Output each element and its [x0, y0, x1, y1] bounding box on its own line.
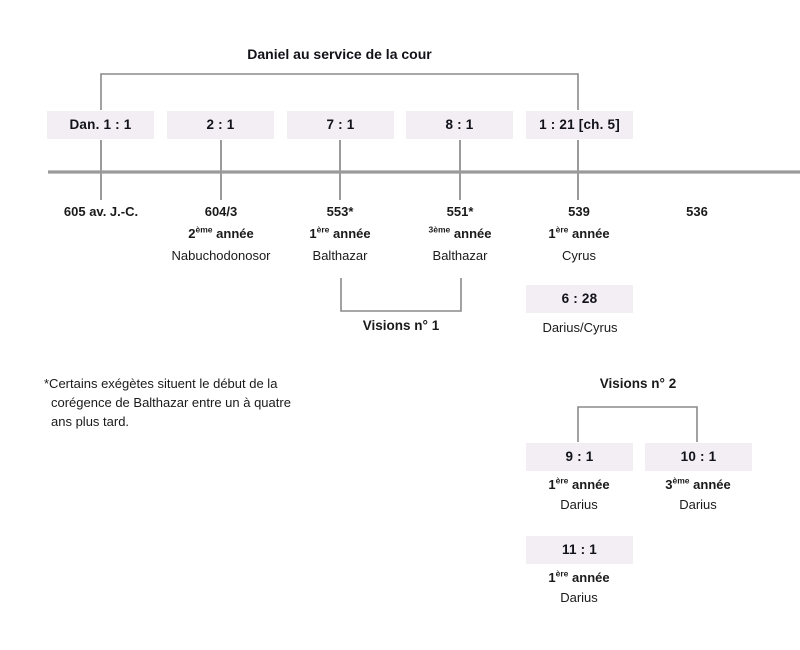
- regnal-year-ordinal: ère: [555, 475, 569, 486]
- visions-2-label: Visions n° 2: [599, 376, 677, 391]
- regnal-year-539: 1ère année: [519, 224, 639, 241]
- regnal-year-word: année: [450, 226, 492, 241]
- regnal-year-word: année: [212, 226, 254, 241]
- ruler-label-darius-11-1: Darius: [560, 590, 598, 605]
- regnal-year-word: année: [568, 570, 610, 585]
- regnal-year-11-1: 1ère année: [519, 568, 639, 585]
- regnal-year-number: 2: [188, 226, 196, 241]
- ref-box-10-1[interactable]: 10 : 1: [645, 443, 752, 471]
- regnal-year-word: année: [329, 226, 371, 241]
- ref-box-6-28[interactable]: 6 : 28: [526, 285, 633, 313]
- year-label-536: 536: [686, 204, 708, 219]
- visions-2-bracket: [577, 406, 698, 442]
- ref-box-dan-1-1[interactable]: Dan. 1 : 1: [47, 111, 154, 139]
- regnal-year-ordinal: ère: [555, 224, 569, 235]
- footnote-exegetes: *Certains exégètes situent le début de l…: [44, 374, 344, 431]
- ref-box-9-1[interactable]: 9 : 1: [526, 443, 633, 471]
- ref-box-2-1[interactable]: 2 : 1: [167, 111, 274, 139]
- court-group-bracket: [100, 73, 579, 110]
- ref-box-8-1[interactable]: 8 : 1: [406, 111, 513, 139]
- ruler-label-cyrus: Cyrus: [562, 248, 596, 263]
- regnal-year-number: 1: [548, 477, 556, 492]
- visions-1-bracket: [340, 278, 462, 312]
- regnal-year-word: année: [568, 226, 610, 241]
- ruler-label-darius-cyrus: Darius/Cyrus: [542, 320, 618, 335]
- year-label-539: 539: [568, 204, 590, 219]
- regnal-year-10-1: 3ème année: [638, 475, 758, 492]
- regnal-year-ordinal: ème: [195, 224, 213, 235]
- regnal-year-553: 1ère année: [280, 224, 400, 241]
- regnal-year-551: 3ème année: [400, 224, 520, 241]
- year-label-551: 551*: [446, 204, 474, 219]
- regnal-year-604-3: 2ème année: [161, 224, 281, 241]
- timeline-ticks: [100, 140, 579, 200]
- footnote-line-2: corégence de Balthazar entre un à quatre: [51, 395, 291, 410]
- ruler-label-balthazar-553: Balthazar: [312, 248, 368, 263]
- year-label-604-3: 604/3: [204, 204, 238, 219]
- year-label-605: 605 av. J.-C.: [63, 204, 139, 219]
- page-title: Daniel au service de la cour: [247, 46, 432, 62]
- regnal-year-ordinal: 3ème: [428, 224, 451, 235]
- year-label-553: 553*: [326, 204, 354, 219]
- ruler-label-nabuchodonosor: Nabuchodonosor: [171, 248, 271, 263]
- footnote-line-1: *Certains exégètes situent le début de l…: [44, 376, 278, 391]
- regnal-year-word: année: [689, 477, 731, 492]
- regnal-year-number: 3: [665, 477, 673, 492]
- ruler-label-darius-10-1: Darius: [679, 497, 717, 512]
- ruler-label-balthazar-551: Balthazar: [432, 248, 488, 263]
- ref-box-11-1[interactable]: 11 : 1: [526, 536, 633, 564]
- regnal-year-ordinal: ème: [672, 475, 690, 486]
- regnal-year-ordinal: ère: [316, 224, 330, 235]
- regnal-year-number: 1: [548, 226, 556, 241]
- regnal-year-ordinal: ère: [555, 568, 569, 579]
- footnote-line-3: ans plus tard.: [51, 414, 130, 429]
- regnal-year-number: 1: [548, 570, 556, 585]
- ref-box-7-1[interactable]: 7 : 1: [287, 111, 394, 139]
- regnal-year-number: 1: [309, 226, 317, 241]
- ref-box-1-21-ch5[interactable]: 1 : 21 [ch. 5]: [526, 111, 633, 139]
- regnal-year-word: année: [568, 477, 610, 492]
- ruler-label-darius-9-1: Darius: [560, 497, 598, 512]
- regnal-year-9-1: 1ère année: [519, 475, 639, 492]
- visions-1-label: Visions n° 1: [362, 318, 440, 333]
